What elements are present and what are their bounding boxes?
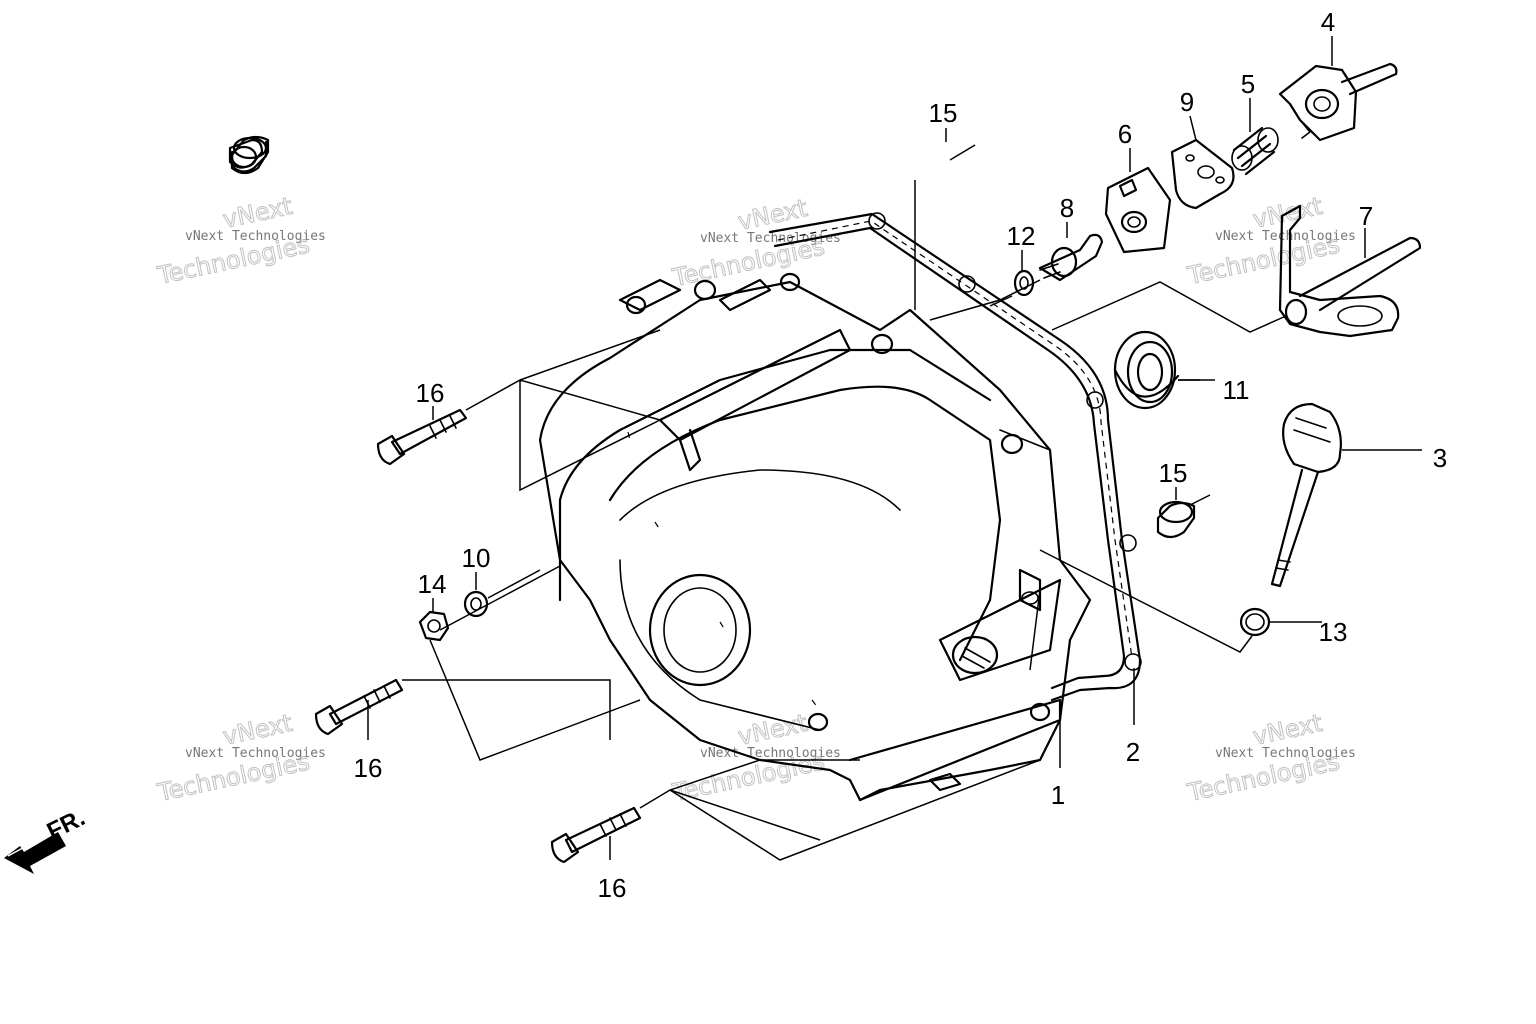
- callout-15-top: 15: [929, 98, 958, 128]
- bolt-8: [1038, 233, 1104, 282]
- bolt-16-bottom: [550, 806, 642, 864]
- callout-13: 13: [1319, 617, 1348, 647]
- watermark-text: vNext Technologies: [185, 746, 326, 761]
- callout-labels: 1 2 3 4 5 6 7 8 9 10 11 12 13 14 15 15 1…: [354, 7, 1448, 903]
- watermark-text: vNext: [735, 194, 809, 236]
- watermark-text: vNext: [735, 709, 809, 751]
- plate-6: [1104, 166, 1172, 254]
- callout-14: 14: [418, 569, 447, 599]
- spring-5: [1231, 126, 1279, 176]
- bolt-16-top: [376, 408, 468, 466]
- dowel-pin-15-right: [1156, 500, 1196, 539]
- callout-8: 8: [1060, 193, 1074, 223]
- gasket: [768, 212, 1142, 702]
- leader-lines: [367, 36, 1422, 861]
- callout-4: 4: [1321, 7, 1335, 37]
- callout-1: 1: [1051, 780, 1065, 810]
- transmission-cover: [538, 272, 1092, 802]
- callout-5: 5: [1241, 69, 1255, 99]
- callout-12: 12: [1007, 221, 1036, 251]
- watermark-text: vNext Technologies: [700, 746, 841, 761]
- watermark-text: vNext Technologies: [1215, 746, 1356, 761]
- dipstick-3: [1270, 402, 1342, 588]
- callout-15-right: 15: [1159, 458, 1188, 488]
- callout-16-bottom: 16: [598, 873, 627, 903]
- callout-3: 3: [1433, 443, 1447, 473]
- callout-9: 9: [1180, 87, 1194, 117]
- callout-2: 2: [1126, 737, 1140, 767]
- o-ring-13: [1239, 607, 1271, 637]
- nut-14: [418, 610, 450, 642]
- arrow-left-icon: [4, 832, 66, 874]
- watermark-text: vNext Technologies: [185, 229, 326, 244]
- oil-seal-11: [1113, 330, 1180, 410]
- plate-9: [1170, 138, 1235, 210]
- callout-10: 10: [462, 543, 491, 573]
- watermark-text: vNext Technologies: [1215, 229, 1356, 244]
- shift-drum-plate-4: [1278, 62, 1398, 142]
- callout-16-top: 16: [416, 378, 445, 408]
- watermark-text: vNext Technologies: [700, 231, 841, 246]
- watermark-text: vNext: [220, 709, 294, 751]
- bolt-16-middle: [314, 678, 404, 736]
- front-direction-arrow: FR.: [4, 804, 89, 874]
- shift-arm-7: [1278, 204, 1422, 338]
- watermark-text: vNext: [1250, 709, 1324, 751]
- callout-16-middle: 16: [354, 753, 383, 783]
- dowel-pin-15-top: [230, 135, 270, 175]
- callout-11: 11: [1223, 375, 1250, 405]
- washer-10: [463, 590, 489, 618]
- callout-6: 6: [1118, 119, 1132, 149]
- watermark-text: vNext: [220, 192, 294, 234]
- callout-7: 7: [1359, 201, 1373, 231]
